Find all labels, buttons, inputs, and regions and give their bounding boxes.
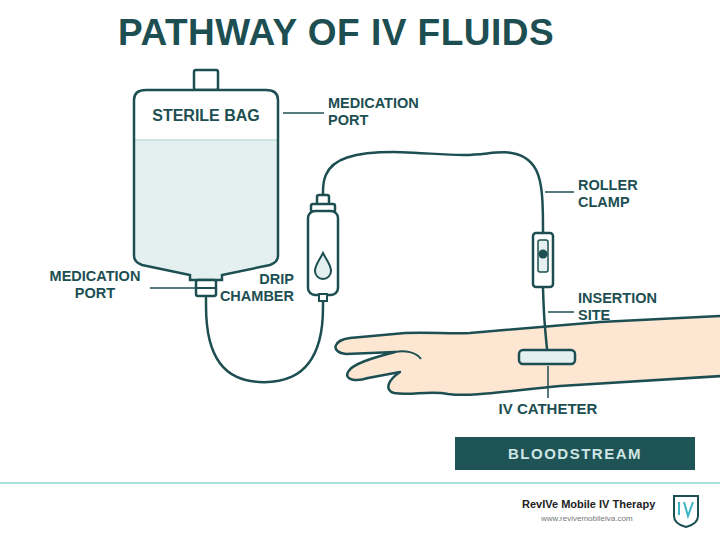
- port-band: [196, 287, 216, 289]
- clamp-body: [533, 233, 553, 287]
- chamber-body: [308, 211, 338, 295]
- leader-line: [150, 287, 195, 289]
- clamp-outline: [532, 232, 554, 288]
- iv-bag: STERILE BAG: [130, 68, 282, 298]
- bag-port: [196, 280, 216, 296]
- diagram-title: PATHWAY OF IV FLUIDS: [118, 12, 554, 54]
- part-label: MEDICATION PORT: [328, 95, 438, 130]
- bloodstream-band: BLOODSTREAM: [455, 437, 695, 470]
- drip-chamber: DRIP CHAMBER: [305, 195, 341, 301]
- leader-line: [545, 191, 574, 193]
- footer-rule: [0, 482, 720, 484]
- part-name: IV CATHETER: [483, 400, 613, 418]
- catheter-outline: [518, 349, 576, 365]
- clamp-wheel: [539, 250, 548, 259]
- leader-line: [283, 112, 324, 114]
- iv-tubing: [543, 288, 547, 349]
- part-label: INSERTION SITE: [578, 290, 678, 325]
- iv-tubing: [206, 298, 323, 382]
- band-title: BLOODSTREAM: [455, 437, 695, 470]
- bag-cap: [194, 70, 218, 90]
- drop-symbol: [315, 253, 331, 279]
- brand-name: RevIVe Mobile IV Therapy: [522, 498, 655, 511]
- part-label: MEDICATION PORT: [40, 268, 150, 303]
- arm: [335, 316, 720, 395]
- part-name: ROLLER CLAMP: [578, 177, 658, 212]
- fluid-level: [135, 139, 277, 141]
- chamber-outline: [305, 195, 341, 301]
- iv-tubing: [323, 152, 543, 232]
- bag-fluid: [134, 140, 278, 280]
- bag-outline: [130, 68, 282, 298]
- leader-line: [547, 366, 549, 398]
- thumb-line: [395, 351, 421, 359]
- leader-line: [548, 311, 574, 313]
- iv-catheter: IV CATHETER: [518, 349, 576, 365]
- part-name: DRIP CHAMBER: [209, 271, 294, 306]
- roller-clamp: ROLLER CLAMP: [532, 232, 554, 288]
- logo-accent: [679, 502, 693, 516]
- catheter-hub: [519, 350, 575, 364]
- node-title: STERILE BAG: [130, 106, 282, 125]
- chamber-outlet: [319, 294, 327, 301]
- clamp-slot: [538, 240, 548, 272]
- logo-mark: [674, 496, 698, 527]
- website-url: www.revivemobileiva.com: [541, 514, 633, 524]
